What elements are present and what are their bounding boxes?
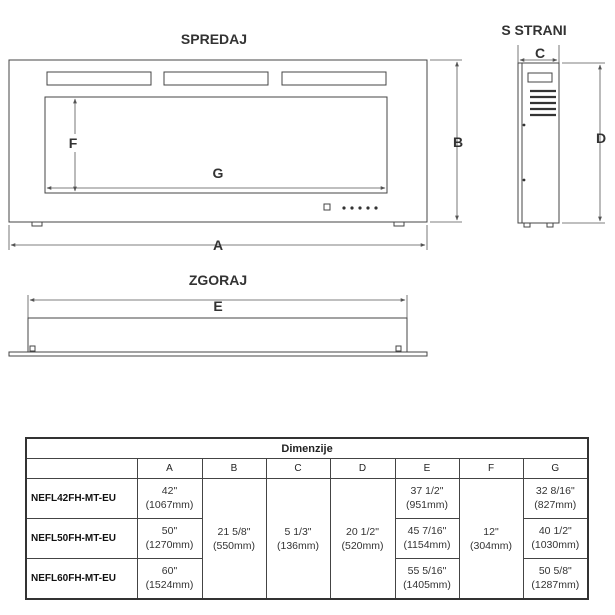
cell-a: 42"(1067mm) bbox=[136, 478, 203, 519]
dim-a-label: A bbox=[213, 237, 223, 253]
header-col-e: E bbox=[394, 458, 460, 479]
top-view-title: ZGORAJ bbox=[189, 272, 247, 288]
cell-e: 45 7/16"(1154mm) bbox=[394, 517, 460, 559]
control-dots bbox=[342, 206, 378, 210]
table-title: Dimenzije bbox=[25, 437, 589, 459]
cell-g: 32 8/16"(827mm) bbox=[522, 478, 589, 519]
dimensions-table: Dimenzije A B C D E F G NEFL42FH-MT-EU 4… bbox=[25, 437, 590, 600]
side-top-vent bbox=[527, 72, 553, 83]
cell-a: 50"(1270mm) bbox=[136, 517, 203, 559]
header-blank bbox=[25, 458, 138, 479]
top-body bbox=[27, 317, 408, 353]
front-outer-frame bbox=[8, 59, 428, 223]
model-name: NEFL50FH-MT-EU bbox=[25, 517, 138, 559]
table-row: NEFL60FH-MT-EU 60"(1524mm) 55 5/16"(1405… bbox=[25, 557, 589, 600]
dim-f-label: F bbox=[69, 135, 78, 151]
front-foot-right bbox=[393, 222, 405, 227]
cell-e: 55 5/16"(1405mm) bbox=[394, 557, 460, 600]
cell-b-shared: 21 5/8"(550mm) bbox=[201, 478, 267, 600]
side-louvres bbox=[530, 89, 556, 117]
side-view-title: S STRANI bbox=[501, 22, 566, 38]
top-flange bbox=[8, 351, 428, 357]
top-view: ZGORAJ E bbox=[8, 272, 428, 357]
front-vent-left bbox=[46, 71, 152, 86]
cell-d-shared: 20 1/2"(520mm) bbox=[329, 478, 396, 600]
dim-b-label: B bbox=[453, 134, 463, 150]
cell-g: 50 5/8"(1287mm) bbox=[522, 557, 589, 600]
model-name: NEFL42FH-MT-EU bbox=[25, 478, 138, 519]
technical-drawing: SPREDAJ A B F G bbox=[8, 22, 606, 357]
header-col-f: F bbox=[458, 458, 524, 479]
front-foot-left bbox=[31, 222, 43, 227]
dim-e-label: E bbox=[213, 298, 222, 314]
dim-g-label: G bbox=[213, 165, 224, 181]
cell-c-shared: 5 1/3"(136mm) bbox=[265, 478, 331, 600]
table-header-row: A B C D E F G bbox=[25, 458, 589, 479]
cell-a: 60"(1524mm) bbox=[136, 557, 203, 600]
front-vent-center bbox=[163, 71, 269, 86]
header-col-d: D bbox=[329, 458, 396, 479]
side-view: S STRANI C D bbox=[501, 22, 606, 228]
table-row: NEFL42FH-MT-EU 42"(1067mm) 21 5/8"(550mm… bbox=[25, 478, 589, 600]
header-col-c: C bbox=[265, 458, 331, 479]
front-glass-panel bbox=[44, 96, 388, 194]
front-view-title: SPREDAJ bbox=[181, 31, 247, 47]
header-col-a: A bbox=[136, 458, 203, 479]
dim-c-label: C bbox=[535, 45, 545, 61]
table-row: NEFL50FH-MT-EU 50"(1270mm) 45 7/16"(1154… bbox=[25, 517, 589, 559]
dim-d-label: D bbox=[596, 130, 606, 146]
front-vent-right bbox=[281, 71, 387, 86]
control-panel-icon bbox=[323, 203, 331, 211]
side-body bbox=[517, 62, 560, 224]
cell-e: 37 1/2"(951mm) bbox=[394, 478, 460, 519]
cell-f-shared: 12"(304mm) bbox=[458, 478, 524, 600]
cell-g: 40 1/2"(1030mm) bbox=[522, 517, 589, 559]
model-name: NEFL60FH-MT-EU bbox=[25, 557, 138, 600]
header-col-b: B bbox=[201, 458, 267, 479]
header-col-g: G bbox=[522, 458, 589, 479]
front-view: SPREDAJ A B F G bbox=[8, 31, 463, 253]
